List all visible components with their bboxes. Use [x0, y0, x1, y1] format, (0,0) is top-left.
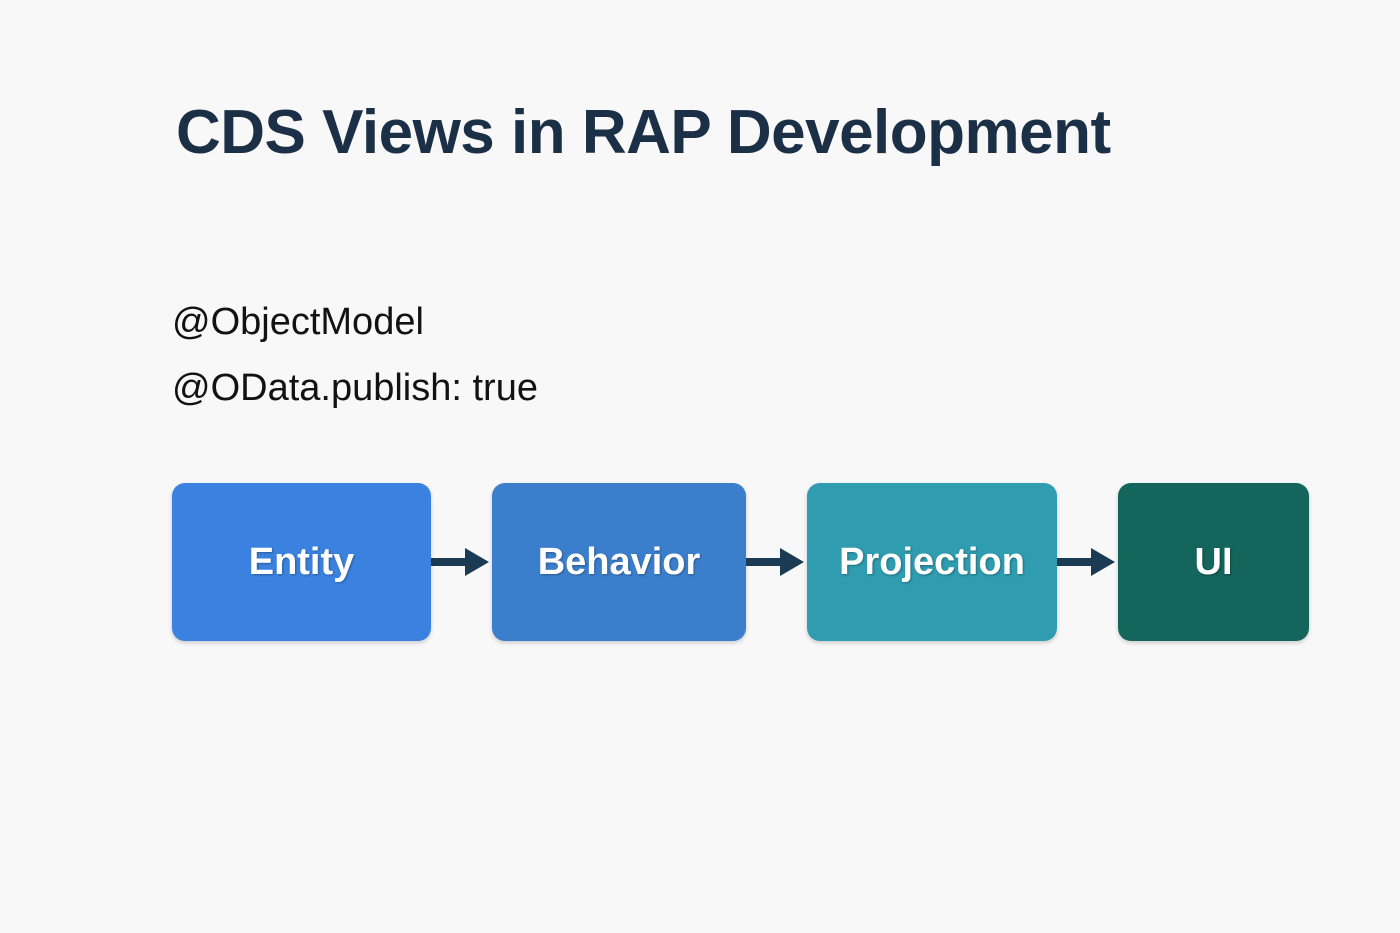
arrow-right-icon-projection-to-ui — [1057, 483, 1118, 641]
arrow-right-icon-entity-to-behavior — [431, 483, 492, 641]
annotation-odata-publish: @OData.publish: true — [172, 367, 538, 409]
page-title: CDS Views in RAP Development — [176, 98, 1111, 167]
flow-step-entity[interactable]: Entity — [172, 483, 431, 641]
flow-step-behavior-label: Behavior — [537, 540, 701, 583]
annotation-list: @ObjectModel @OData.publish: true — [172, 303, 538, 407]
flow-step-projection-label: Projection — [839, 540, 1025, 583]
flow-step-entity-label: Entity — [248, 540, 355, 583]
annotation-object-model: @ObjectModel — [172, 301, 424, 343]
flow-step-projection[interactable]: Projection — [807, 483, 1057, 641]
arrow-right-icon-behavior-to-projection — [746, 483, 807, 641]
flow-step-ui-label: UI — [1194, 540, 1233, 583]
rap-flow-diagram: Entity Behavior Projection UI — [172, 483, 1309, 641]
flow-step-ui[interactable]: UI — [1118, 483, 1309, 641]
flow-step-behavior[interactable]: Behavior — [492, 483, 746, 641]
